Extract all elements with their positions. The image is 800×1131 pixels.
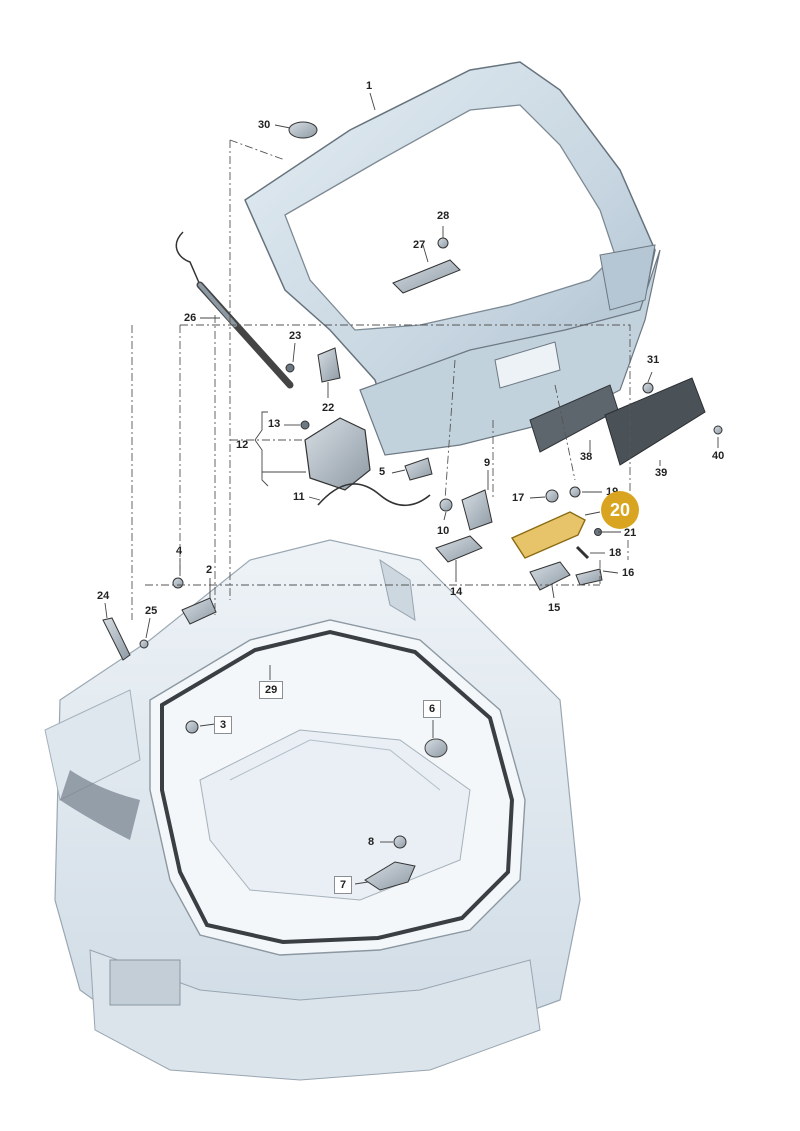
- leader-lines: [104, 92, 719, 885]
- part-19-clip: [569, 486, 581, 498]
- weatherstrip-seal: [160, 629, 515, 945]
- part-2-hinge: [181, 597, 217, 625]
- callout-4: 4: [176, 545, 183, 557]
- part-39-plate-holder: [604, 377, 706, 466]
- assembly-lines: [131, 139, 631, 620]
- part-24-arm: [102, 617, 131, 661]
- callout-18: 18: [609, 547, 622, 559]
- callout-29: 29: [259, 681, 284, 699]
- callout-27: 27: [413, 239, 426, 251]
- callout-11: 11: [293, 491, 305, 503]
- callout-23: 23: [289, 330, 302, 342]
- callout-6: 6: [423, 700, 442, 718]
- callout-10: 10: [437, 525, 450, 537]
- part-13-bolt: [300, 420, 310, 430]
- part-7-striker: [364, 861, 416, 891]
- callout-31: 31: [647, 354, 660, 366]
- part-5-bracket: [404, 457, 433, 481]
- callout-21: 21: [624, 527, 637, 539]
- part-28-clip: [437, 237, 449, 249]
- callout-9: 9: [484, 457, 491, 469]
- callout-14: 14: [450, 586, 463, 598]
- callout-40: 40: [712, 450, 725, 462]
- part-22-bracket: [317, 347, 341, 383]
- part-8-nut: [393, 835, 407, 849]
- part-15-camera: [529, 561, 571, 591]
- callout-30: 30: [258, 119, 271, 131]
- license-plate-parts: [529, 377, 723, 466]
- part-18-screw: [575, 545, 590, 560]
- part-4-bolt: [172, 577, 184, 589]
- callout-16: 16: [622, 567, 635, 579]
- part-14-handle: [435, 535, 483, 563]
- callout-13: 13: [268, 418, 281, 430]
- part-17-clip: [545, 489, 559, 503]
- callout-17: 17: [512, 492, 525, 504]
- part-12-lock: [304, 417, 371, 491]
- tailgate-panel: [244, 61, 661, 456]
- part-27-light: [392, 259, 461, 294]
- callout-26: 26: [184, 312, 197, 324]
- part-40-screw: [713, 425, 723, 435]
- part-25-bolt: [139, 639, 149, 649]
- part-16-connector: [575, 568, 603, 586]
- vehicle-rear-body: [44, 539, 581, 1081]
- callout-28: 28: [437, 210, 450, 222]
- part-9-switch: [461, 489, 493, 531]
- part-23-bolt: [285, 363, 295, 373]
- callout-39: 39: [655, 467, 668, 479]
- callout-25: 25: [145, 605, 158, 617]
- lock-components: [102, 347, 603, 661]
- callout-12: 12: [236, 439, 249, 451]
- part-31-clip: [642, 382, 654, 394]
- callout-20-highlighted[interactable]: 20: [601, 491, 639, 529]
- callout-24: 24: [97, 590, 110, 602]
- part-30-grommet: [288, 121, 318, 139]
- callout-38: 38: [580, 451, 593, 463]
- callout-1: 1: [366, 80, 373, 92]
- callout-3: 3: [214, 716, 233, 734]
- part-6-buffer: [424, 738, 448, 758]
- part-10-nut: [439, 498, 453, 512]
- callout-22: 22: [322, 402, 335, 414]
- callout-15: 15: [548, 602, 561, 614]
- part-11-cable: [317, 483, 431, 506]
- callout-2: 2: [206, 564, 213, 576]
- callout-5: 5: [379, 466, 386, 478]
- part-26-gas-strut: [175, 231, 294, 389]
- callout-7: 7: [334, 876, 353, 894]
- part-3-nut: [185, 720, 199, 734]
- callout-8: 8: [368, 836, 375, 848]
- part-20-handle-housing: [510, 511, 586, 559]
